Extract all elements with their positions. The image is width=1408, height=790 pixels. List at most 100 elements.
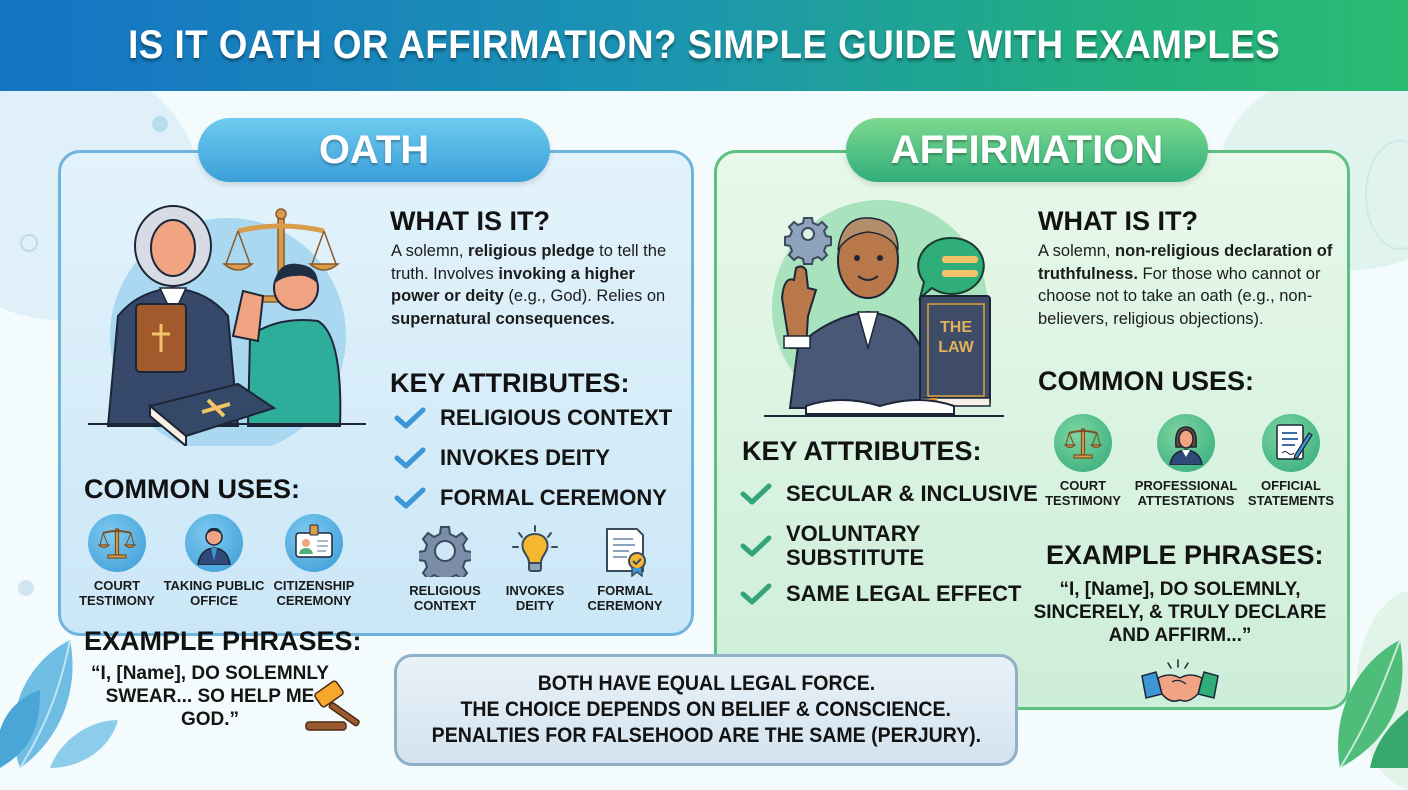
check-icon [394,447,426,469]
leaves-decoration-left [0,639,118,768]
scales-icon [1054,414,1112,472]
text-segment-bold: non-religious declaration of truthfulnes… [1038,242,1333,283]
id-card-icon [285,514,343,572]
check-icon [394,407,426,429]
book-title-line-2: LAW [938,339,974,356]
text-segment-bold: invoking a higher power or deity [391,264,635,306]
background-ring [20,234,38,252]
certificate-icon [606,528,646,577]
check-icon [740,583,772,605]
handshake-icon [1141,659,1219,702]
affirmation-key-attributes-heading: KEY ATTRIBUTES: [742,436,982,466]
check-icon [740,483,772,505]
lightbulb-icon [512,525,558,572]
label-line: CONTEXT [413,598,477,613]
oath-example-phrases-heading: EXAMPLE PHRASES: [84,626,362,656]
page-title: IS IT OATH OR AFFIRMATION? SIMPLE GUIDE … [127,23,1281,67]
phrase-line: AND AFFIRM...” [1108,625,1252,646]
summary-line: PENALTIES FOR FALSEHOOD ARE THE SAME (PE… [431,724,981,747]
key-attribute-item: SECULAR & INCLUSIVE [740,482,1038,506]
label-line: COURT [93,578,141,593]
background-dot [18,580,34,596]
key-attribute-item: SAME LEGAL EFFECT [740,582,1038,606]
affirmation-what-is-it-heading: WHAT IS IT? [1038,206,1198,236]
oath-label-pill: OATH [198,118,550,182]
label-line: FORMAL [597,583,653,598]
scales-icon [88,514,146,572]
affirmation-example-phrases-heading: EXAMPLE PHRASES: [1046,540,1324,570]
label-line: STATEMENTS [1247,493,1335,508]
key-attribute-label: SECULAR & INCLUSIVE [786,481,1038,506]
signed-document-icon [1262,414,1320,472]
leaves-decoration-right [1338,639,1408,768]
summary-line: THE CHOICE DEPENDS ON BELIEF & CONSCIENC… [460,698,952,721]
key-attribute-item: FORMAL CEREMONY [394,486,672,510]
label-line: SUBSTITUTE [786,545,925,570]
label-line: OFFICIAL [1261,478,1321,493]
key-attribute-label: FORMAL CEREMONY [440,485,667,510]
oath-key-attributes-list: RELIGIOUS CONTEXT INVOKES DEITY FORMAL C… [394,406,672,520]
phrase-line: SINCERELY, & TRULY DECLARE [1033,602,1327,623]
text-segment: to tell the truth. Involves [391,242,667,283]
label-line: TAKING PUBLIC [163,578,265,593]
affirmation-common-uses-heading: COMMON USES: [1038,366,1254,396]
professional-icon [1157,414,1215,472]
text-segment-bold: religious pledge [468,242,595,260]
label-line: COURT [1059,478,1107,493]
label-line: CEREMONY [276,593,352,608]
key-attribute-label: SAME LEGAL EFFECT [786,581,1022,606]
oath-what-is-it-heading: WHAT IS IT? [390,206,550,236]
label-line: TESTIMONY [79,593,155,608]
label-line: TESTIMONY [1045,493,1121,508]
text-segment: A solemn, [391,242,469,260]
text-segment: (e.g., God). Relies on [503,287,666,305]
key-attribute-item: INVOKES DEITY [394,446,672,470]
background-dot [152,116,168,132]
oath-what-is-it-text: A solemn, religious pledge to tell the t… [391,240,681,330]
label-line: INVOKES [505,583,565,598]
label-line: DEITY [515,598,555,613]
label-line: CEREMONY [587,598,663,613]
phrase-line: SWEAR... SO HELP ME [105,686,315,707]
gavel-icon [305,680,360,731]
person-with-law-book-illustration: THE LAW [764,200,1004,417]
check-icon [740,535,772,557]
label-line: PROFESSIONAL [1134,478,1238,493]
label-line: OFFICE [190,593,238,608]
affirmation-label-pill: AFFIRMATION [846,118,1208,182]
text-segment: A solemn, [1038,242,1116,260]
affirmation-label: AFFIRMATION [890,127,1164,172]
text-segment: For those who cannot or choose not to ta… [1038,264,1321,328]
label-line: VOLUNTARY [786,521,921,546]
affirmation-what-is-it-text: A solemn, non-religious declaration of t… [1038,240,1340,330]
label-line: RELIGIOUS [409,583,481,598]
phrase-line: GOD.” [180,709,240,730]
oath-example-phrase: “I, [Name], DO SOLEMNLY SWEAR... SO HELP… [80,662,340,731]
label-line: CITIZENSHIP [273,578,355,593]
oath-key-attributes-heading: KEY ATTRIBUTES: [390,368,630,398]
oath-label: OATH [318,127,430,172]
phrase-line: “I, [Name], DO SOLEMNLY [91,663,329,684]
summary-box: BOTH HAVE EQUAL LEGAL FORCE. THE CHOICE … [394,654,1018,766]
